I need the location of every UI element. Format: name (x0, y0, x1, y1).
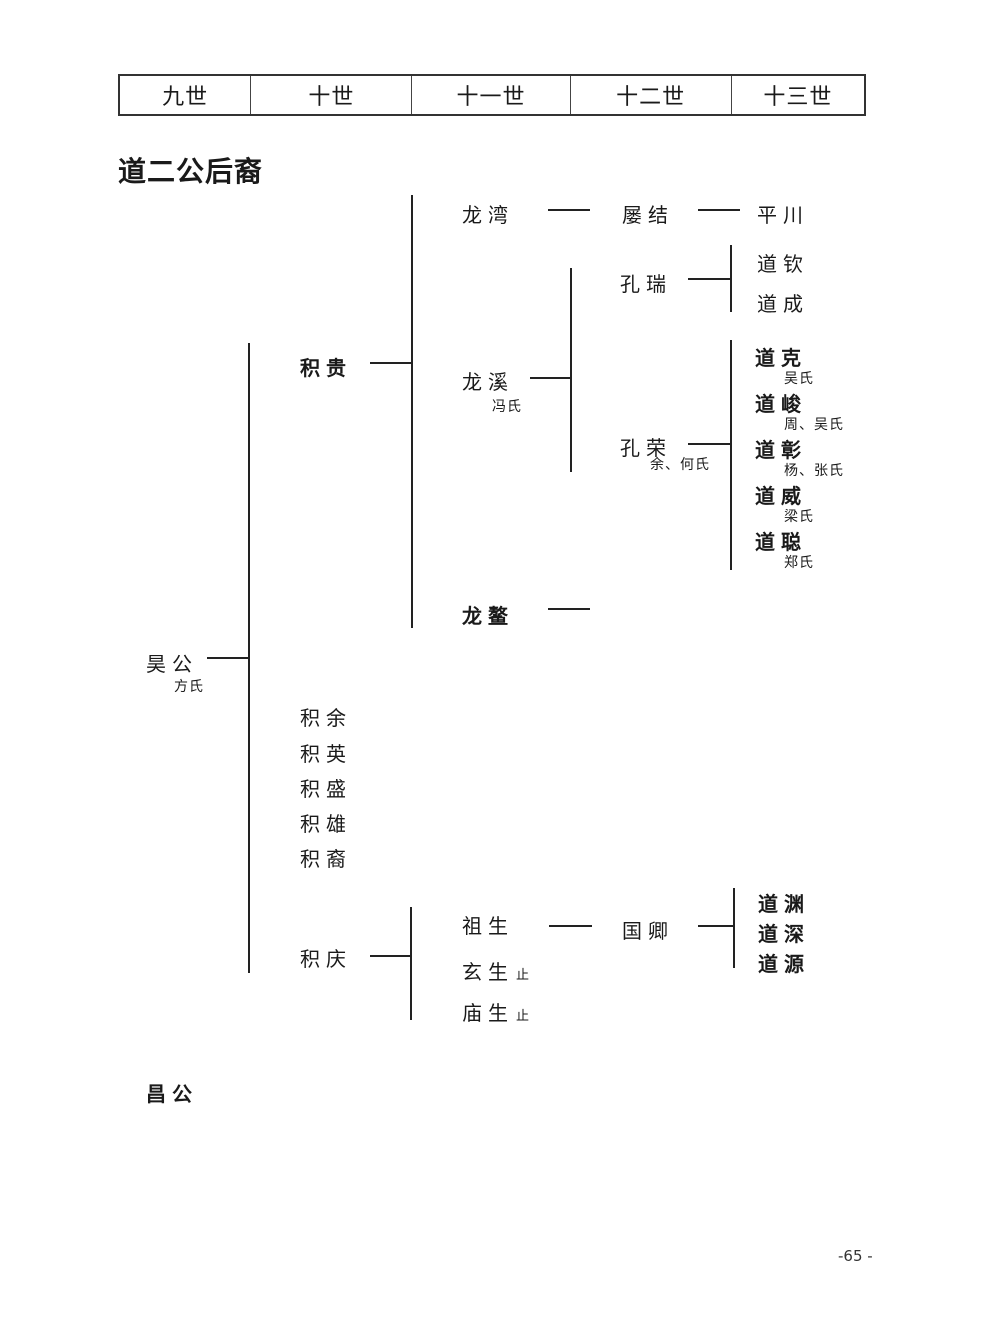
connector-line (698, 209, 740, 211)
generation-header-table: 九世 十世 十一世 十二世 十三世 (118, 74, 866, 116)
person-jiqing: 积庆 (300, 947, 352, 971)
person-jiyu: 积余 (300, 706, 352, 730)
gen-11-header: 十一世 (412, 76, 571, 114)
connector-line (570, 268, 572, 472)
person-daocheng: 道成 (757, 292, 809, 316)
connector-line (730, 340, 732, 570)
person-longxi: 龙溪 (462, 370, 514, 394)
daoke-spouse: 吴氏 (784, 371, 814, 387)
person-zusheng: 祖生 (462, 914, 514, 938)
connector-line (248, 343, 250, 973)
connector-line (688, 278, 730, 280)
person-jiyi: 积裔 (300, 847, 352, 871)
person-jiying: 积英 (300, 742, 352, 766)
daojun-spouse: 周、吴氏 (784, 417, 844, 433)
daozhang-spouse: 杨、张氏 (784, 463, 844, 479)
stop-note: 止 (516, 968, 530, 983)
person-jisheng: 积盛 (300, 777, 352, 801)
gen-13-header: 十三世 (763, 85, 833, 110)
connector-line (370, 362, 412, 364)
connector-line (548, 209, 590, 211)
person-daowei: 道威 (755, 484, 807, 508)
gen-10-header: 十世 (251, 76, 413, 114)
person-guoqing: 国卿 (622, 919, 674, 943)
connector-line (370, 955, 412, 957)
person-changgong: 昌公 (146, 1082, 198, 1106)
daowei-spouse: 梁氏 (784, 509, 814, 525)
person-jixiong: 积雄 (300, 812, 352, 836)
person-loujie: 屡结 (622, 203, 674, 227)
person-miaosheng: 庙生止 (462, 997, 529, 1026)
person-longwan: 龙湾 (462, 203, 514, 227)
person-daojun: 道峻 (755, 392, 807, 416)
root-name: 昊公 (146, 652, 198, 676)
connector-line (688, 443, 730, 445)
connector-line (207, 657, 249, 659)
miaosheng-name: 庙生 (462, 1001, 514, 1025)
connector-line (410, 907, 412, 1020)
person-daozhang: 道彰 (755, 438, 807, 462)
gen-9-header: 九世 (120, 76, 252, 114)
person-daocong: 道聪 (755, 530, 807, 554)
person-longao: 龙鳌 (462, 604, 514, 628)
xuansheng-name: 玄生 (462, 960, 514, 984)
connector-line (530, 377, 572, 379)
connector-line (548, 608, 590, 610)
person-kongrui: 孔瑞 (620, 272, 672, 296)
person-daoshen: 道深 (758, 922, 810, 946)
root-spouse: 方氏 (174, 679, 204, 695)
gen-12-header: 十二世 (571, 76, 732, 114)
person-daoke: 道克 (755, 346, 807, 370)
person-kongrong: 孔荣 (620, 436, 672, 460)
longxi-spouse: 冯氏 (492, 399, 522, 415)
person-daoyuan2: 道源 (758, 952, 810, 976)
connector-line (733, 888, 735, 968)
person-pingchuan: 平川 (757, 203, 809, 227)
person-jigui: 积贵 (300, 356, 352, 380)
connector-line (549, 925, 592, 927)
connector-line (411, 195, 413, 628)
kongrong-spouse: 余、何氏 (650, 457, 710, 473)
stop-note: 止 (516, 1009, 530, 1024)
daocong-spouse: 郑氏 (784, 555, 814, 571)
section-title: 道二公后裔 (118, 155, 264, 188)
person-xuansheng: 玄生止 (462, 956, 529, 985)
page-number: -65 - (838, 1247, 873, 1265)
connector-line (730, 245, 732, 312)
person-daoyuan1: 道渊 (758, 892, 810, 916)
person-daoqin: 道钦 (757, 252, 809, 276)
connector-line (698, 925, 734, 927)
